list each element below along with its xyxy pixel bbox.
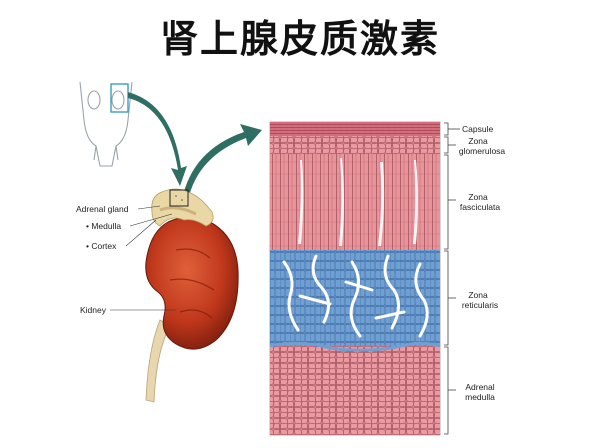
zoom-arrow-2 bbox=[182, 124, 262, 200]
label-reticularis-1: Zona bbox=[468, 290, 488, 300]
body-outline-inset bbox=[79, 81, 133, 167]
label-kidney: Kidney bbox=[80, 305, 107, 315]
label-fasciculata-1: Zona bbox=[468, 192, 488, 202]
label-fasciculata-2: fasciculata bbox=[460, 202, 500, 212]
label-adrenal-gland: Adrenal gland bbox=[76, 204, 129, 214]
label-glomerulosa-1: Zona bbox=[468, 136, 488, 146]
zoom-box bbox=[169, 189, 189, 207]
label-capsule: Capsule bbox=[462, 124, 493, 134]
zone-medulla bbox=[270, 346, 440, 435]
label-medulla-1: Adrenal bbox=[465, 382, 494, 392]
zone-glomerulosa bbox=[270, 136, 440, 154]
kidney bbox=[145, 216, 239, 350]
zone-fasciculata bbox=[270, 154, 440, 250]
page-title: 肾上腺皮质激素 bbox=[159, 17, 440, 61]
label-glomerulosa-2: glomerulosa bbox=[459, 146, 506, 156]
label-cortex: • Cortex bbox=[86, 241, 117, 251]
zoom-arrow-1 bbox=[128, 92, 187, 186]
zone-capsule bbox=[270, 122, 440, 136]
kidney-illustration bbox=[145, 188, 239, 403]
ureter bbox=[145, 319, 171, 403]
label-reticularis-2: reticularis bbox=[462, 300, 498, 310]
label-medulla-2: medulla bbox=[465, 392, 495, 402]
histology-section bbox=[269, 121, 441, 436]
label-medulla: • Medulla bbox=[86, 221, 121, 231]
zone-brackets bbox=[444, 122, 460, 435]
